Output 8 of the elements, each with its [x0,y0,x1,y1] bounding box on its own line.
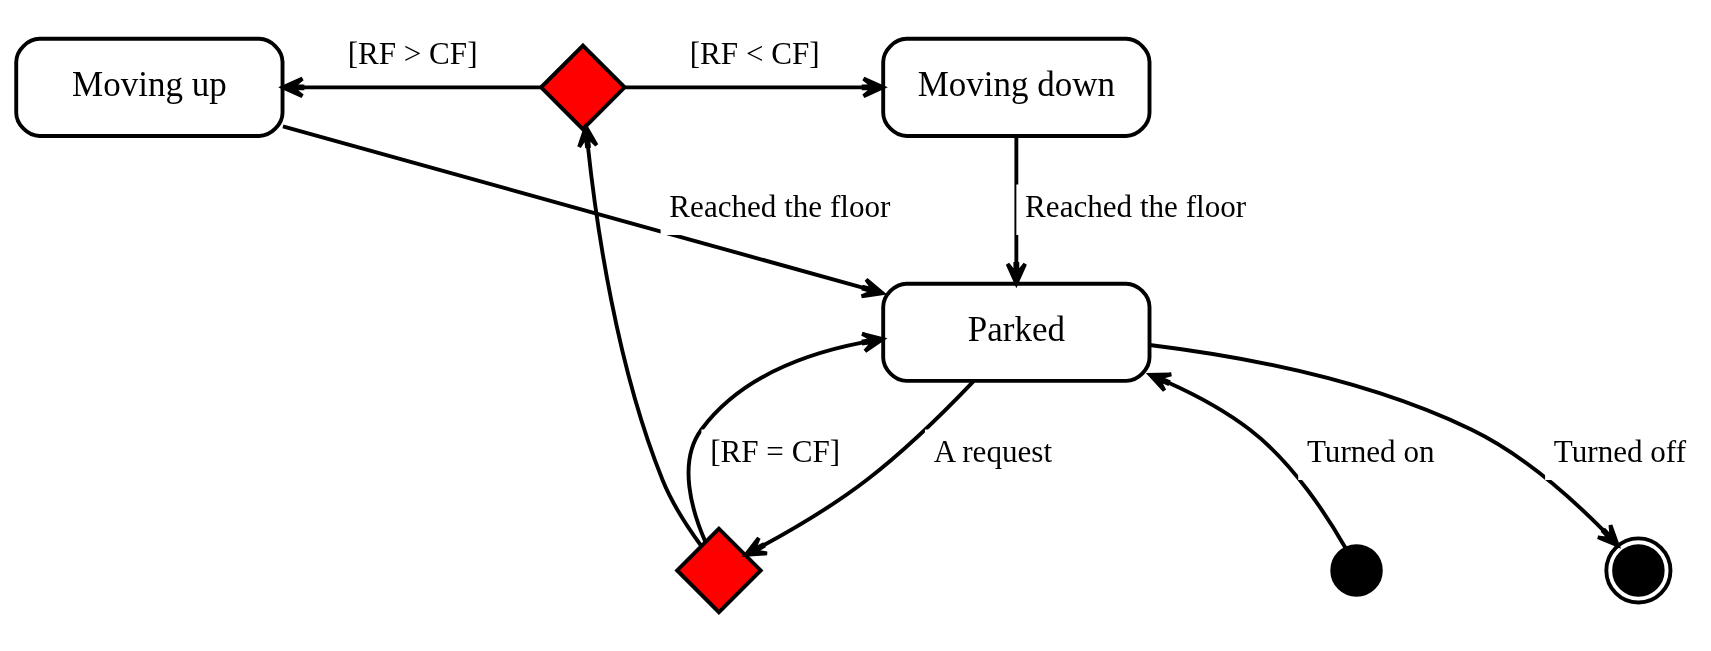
edge-label: A request [933,434,1053,470]
edge-label: [RF = CF] [710,434,841,470]
edge-label: Reached the floor [1025,189,1247,225]
edge-label: [RF > CF] [347,35,478,71]
edge-label: Turned on [1306,434,1435,470]
edge-label: Turned off [1553,434,1687,470]
edge-label: [RF < CF] [689,35,820,71]
edge-label: Reached the floor [669,189,891,225]
